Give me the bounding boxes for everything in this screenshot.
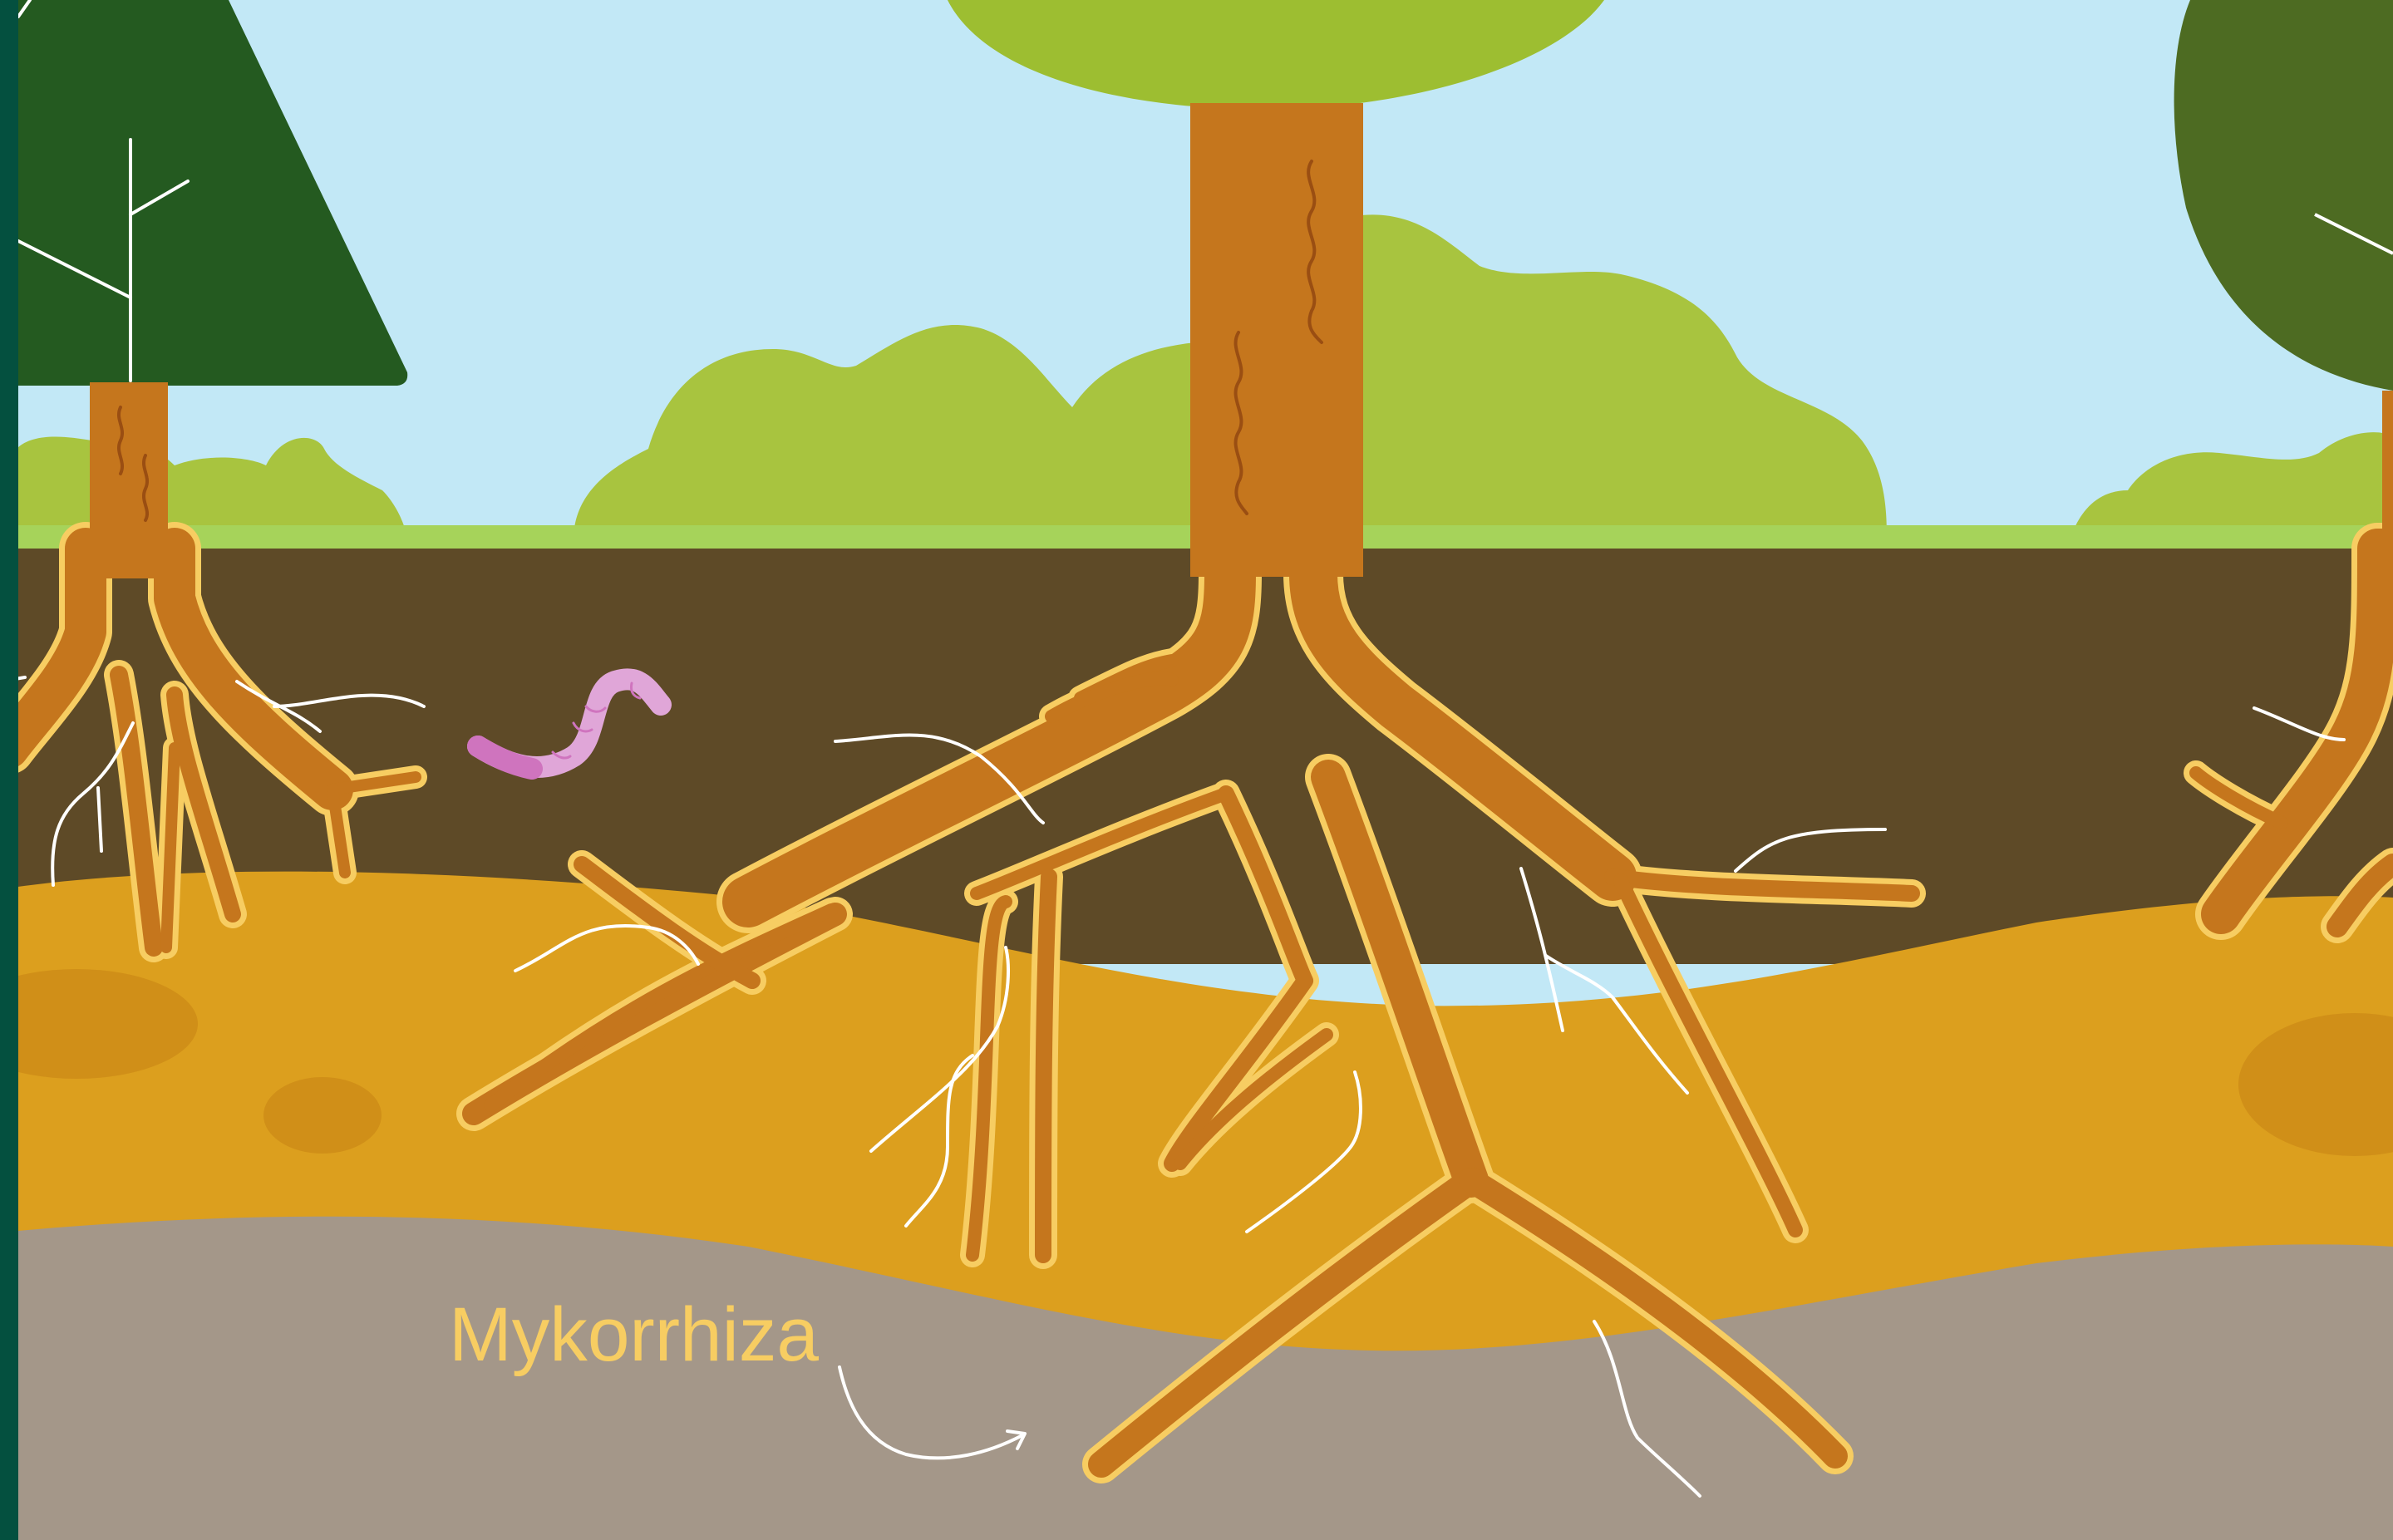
trunk-left (90, 382, 168, 578)
mycorrhiza-label: Mykorrhiza (449, 1292, 820, 1377)
trunk-right (2382, 391, 2393, 577)
left-border (0, 0, 18, 1540)
trunk-center (1190, 103, 1363, 577)
